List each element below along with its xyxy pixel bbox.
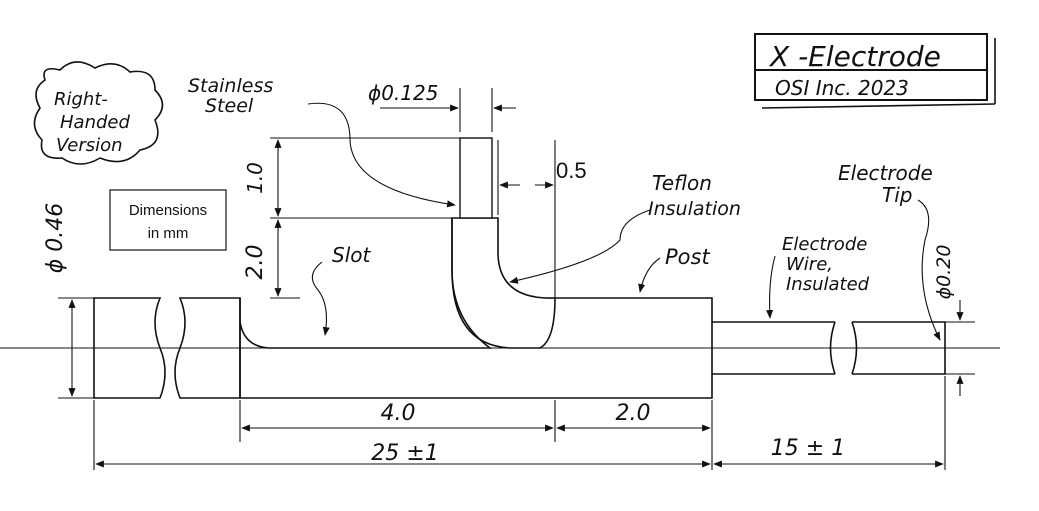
dimension-lines: [58, 88, 975, 470]
dim-total-length: 25 ±1: [371, 441, 438, 466]
version-line-2: Handed: [60, 112, 130, 133]
label-teflon: Teflon: [652, 171, 712, 195]
units-line-1: Dimensions: [129, 202, 207, 219]
title-text: X -Electrode: [768, 40, 941, 73]
label-tip-1: Electrode: [838, 161, 933, 185]
rod-body: [239, 217, 713, 399]
rod-section-left: [93, 297, 241, 399]
units-line-2: in mm: [148, 225, 189, 242]
dim-rod-diameter: ϕ 0.46: [43, 203, 68, 274]
label-steel: Steel: [205, 95, 254, 117]
label-stainless: Stainless: [188, 75, 273, 97]
label-wire-1: Electrode: [782, 234, 867, 255]
label-wire-2: Wire,: [786, 254, 833, 275]
dim-post-length: 2.0: [616, 401, 651, 426]
label-wire-3: Insulated: [786, 274, 870, 295]
label-post: Post: [665, 245, 710, 269]
leader-lines: [307, 102, 941, 341]
version-line-1: Right-: [54, 89, 108, 110]
dim-slot-depth: 2.0: [243, 245, 268, 280]
title-block: [754, 33, 996, 109]
dim-post-diameter: ϕ0.125: [368, 81, 438, 105]
version-bubble: [33, 61, 164, 165]
units-box: [109, 189, 227, 251]
stainless-post: [459, 137, 493, 219]
label-slot: Slot: [332, 243, 371, 267]
dim-slot-length: 4.0: [381, 401, 416, 426]
electrode-wire: [712, 321, 946, 375]
dim-wire-length: 15 ± 1: [771, 436, 845, 461]
dim-wire-diameter: ϕ0.20: [933, 245, 955, 300]
label-tip-2: Tip: [882, 183, 912, 207]
subtitle-text: OSI Inc. 2023: [775, 76, 909, 100]
teflon-insulation: [451, 218, 556, 349]
version-line-3: Version: [56, 135, 123, 156]
dim-post-height: 1.0: [243, 162, 267, 194]
label-insulation: Insulation: [648, 198, 741, 220]
dim-wall: 0.5: [556, 158, 587, 183]
